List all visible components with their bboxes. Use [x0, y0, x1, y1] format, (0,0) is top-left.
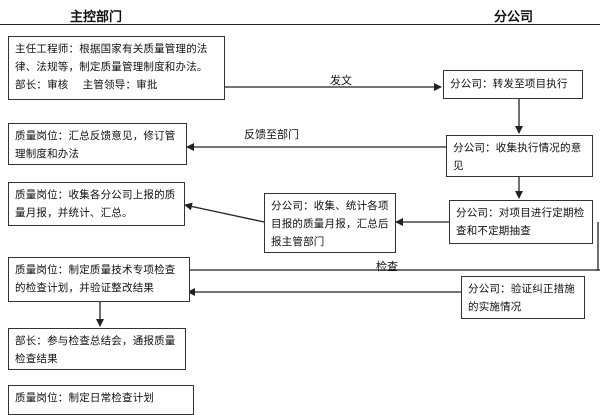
header-branch: 分公司	[494, 10, 534, 25]
box-branch-collect-opinion: 分公司：收集执行情况的意见	[446, 135, 593, 177]
flow-connectors	[96, 83, 600, 327]
arrow-stats-to-quality	[184, 202, 265, 223]
label-inspect: 检查	[376, 260, 398, 273]
box-quality-plan: 质量岗位：制定质量技术专项检查的检查计划，并验证整改结果	[8, 257, 190, 302]
box-quality-summary: 质量岗位：汇总反馈意见，修订管理制度和办法	[8, 123, 187, 165]
header-divider	[0, 24, 600, 25]
box-quality-monthly: 质量岗位：收集各分公司上报的质量月报，并统计、汇总。	[8, 182, 185, 226]
label-dispatch: 发文	[330, 74, 352, 87]
box-branch-forward: 分公司：转发至项目执行	[443, 70, 583, 99]
label-feedback: 反馈至部门	[244, 128, 299, 141]
box-branch-check: 分公司：对项目进行定期检查和不定期抽查	[449, 200, 593, 244]
box-minister-meeting: 部长：参与检查总结会，通报质量检查结果	[8, 328, 186, 370]
header-main-dept: 主控部门	[70, 10, 123, 25]
box-branch-stats: 分公司：收集、统计各项目报的质量月报，汇总后报主管部门	[264, 193, 396, 253]
box-branch-verify: 分公司：验证纠正措施的实施情况	[461, 276, 585, 319]
box-quality-routine: 质量岗位：制定日常检查计划	[8, 385, 194, 415]
box-engineer: 主任工程师：根据国家有关质量管理的法律、法规等，制定质量管理制度和办法。 部长：…	[8, 36, 225, 100]
